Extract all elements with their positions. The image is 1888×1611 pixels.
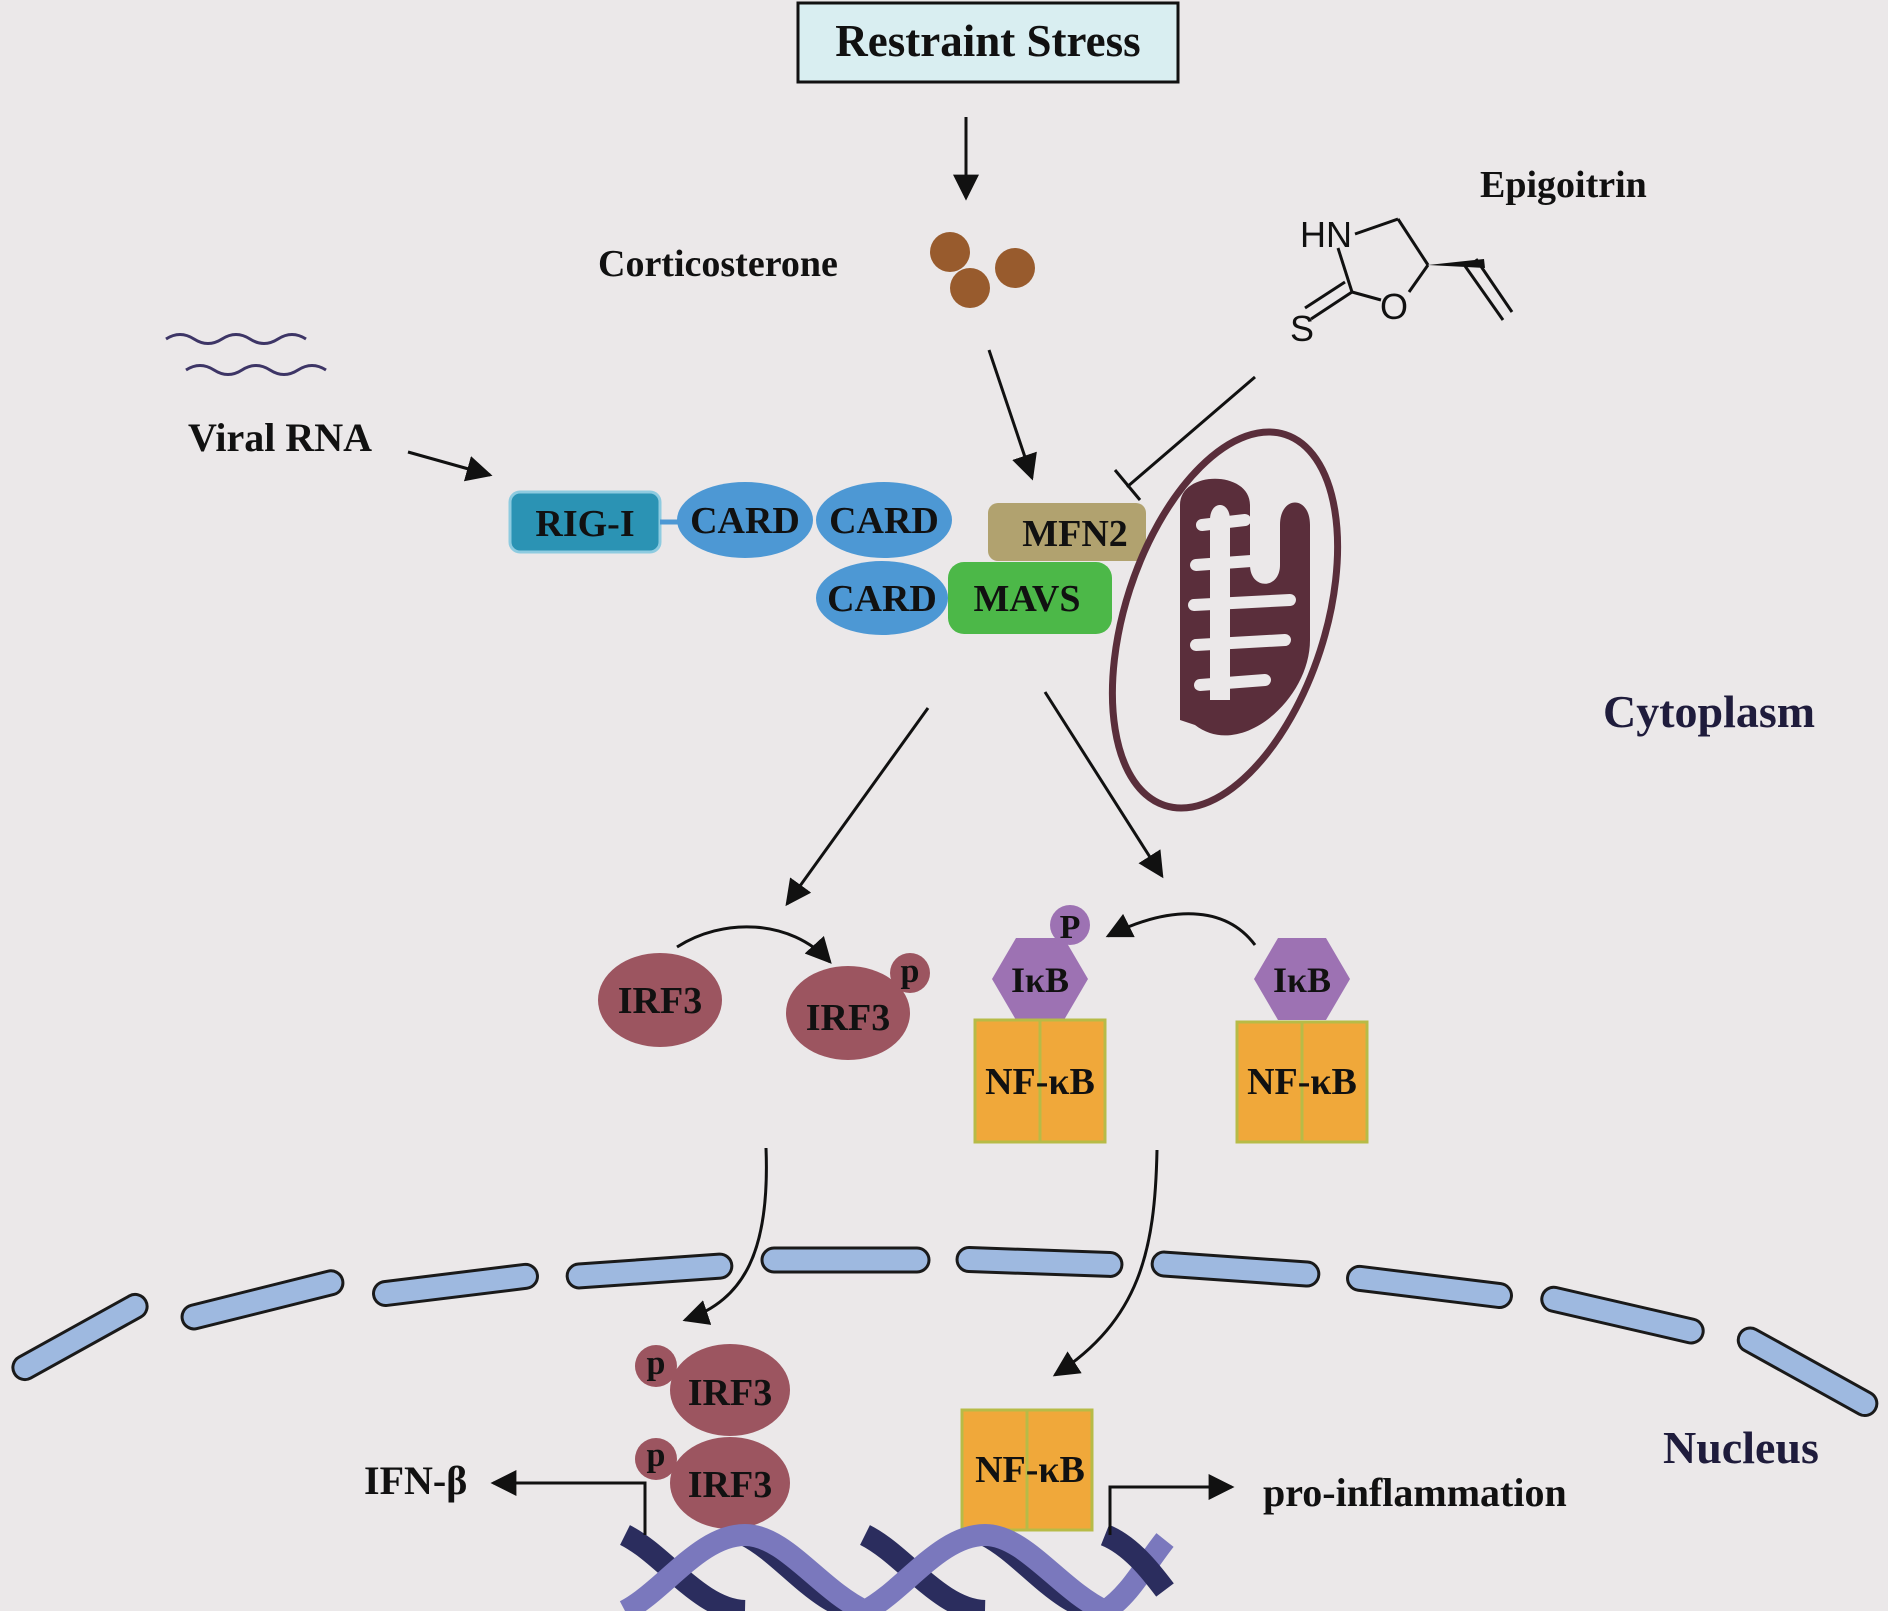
mitochondrion: [1108, 428, 1342, 812]
irf3-p-label: p: [901, 953, 920, 990]
irf3-phospho-group: [890, 953, 930, 993]
nfkb-translocation-arrow: [1052, 1149, 1159, 1377]
irf3-phospho-group-3: [635, 1438, 677, 1480]
wedge-bond: [1428, 259, 1485, 268]
nfkb-subunit-1a: [973, 1018, 1042, 1144]
nucleus-label: Nucleus: [1663, 1422, 1819, 1473]
card-label-1: CARD: [690, 500, 800, 542]
ifn-beta-arrow: [490, 1470, 647, 1535]
nfkb-nucleus: NF-κB: [960, 1408, 1094, 1532]
nfkb-label-3: NF-κB: [975, 1449, 1085, 1491]
irf3-cytoplasm: IRF3 IRF3 p: [598, 925, 930, 1060]
molecule-o: O: [1380, 286, 1408, 327]
mfn2-box: [988, 503, 1146, 561]
nfkb-subunit-2b: [1300, 1020, 1369, 1144]
viral-rna-label: Viral RNA: [188, 415, 372, 460]
irf3-p-label-2: p: [647, 1345, 666, 1382]
rig-i-label: RIG-I: [535, 503, 634, 545]
cytoplasm-label: Cytoplasm: [1603, 686, 1815, 737]
nuclear-membrane: [11, 1246, 1879, 1418]
dna-helix: [619, 1523, 1174, 1611]
irf3-label-2: IRF3: [806, 997, 890, 1039]
ikb-label-1: IκB: [1011, 960, 1069, 1000]
irf3-p-label-3: p: [647, 1437, 666, 1474]
restraint-stress-box: Restraint Stress: [796, 1, 1180, 84]
irf3-label-4: IRF3: [688, 1464, 772, 1506]
card-domain-2: [816, 482, 952, 558]
branch-arrow-nfkb: [1043, 691, 1164, 879]
inhibition-bar: [1113, 469, 1142, 501]
irf3-translocation-arrow: [682, 1147, 768, 1325]
viral-rna-arrow: [407, 450, 493, 482]
corticosterone-label: Corticosterone: [598, 243, 838, 285]
corticosterone-molecules: [930, 232, 1035, 308]
nfkb-subunit-1b: [1038, 1018, 1107, 1144]
pro-inflammation-arrow: [1108, 1474, 1235, 1535]
card-domain-3: [816, 561, 948, 635]
molecule-s: S: [1290, 308, 1314, 349]
epigoitrin-structure: HN S O: [1290, 214, 1514, 349]
mavs-complex: CARD MFN2 MAVS: [816, 503, 1146, 635]
irf3-phosphorylation-arrow: [676, 925, 832, 964]
irf3-nuclear-1: [670, 1344, 790, 1436]
ikb-hexagon-2: [1254, 938, 1350, 1020]
ikb-hexagon-1: [992, 938, 1088, 1020]
nfkb-subunit-3b: [1025, 1408, 1094, 1532]
ikb-phospho-group: [1050, 905, 1090, 945]
ikb-phosphorylation-arrow: [1105, 912, 1257, 946]
irf3-label-1: IRF3: [618, 980, 702, 1022]
irf3-phospho-group-2: [635, 1345, 677, 1387]
molecule-hn: HN: [1300, 214, 1352, 255]
ikb-p-label: P: [1060, 909, 1081, 946]
card-label-2: CARD: [829, 500, 939, 542]
ikb-nfkb-inactive: IκB NF-κB: [1235, 938, 1369, 1144]
mavs-box: [948, 562, 1112, 634]
irf3-unphosphorylated: [598, 953, 722, 1047]
ikb-nfkb-phosphorylated: P IκB NF-κB: [973, 905, 1107, 1144]
pro-inflammation-label: pro-inflammation: [1263, 1470, 1567, 1515]
epigoitrin-inhibition: [1126, 375, 1256, 489]
nfkb-label-2: NF-κB: [1247, 1061, 1357, 1103]
rig-i-complex: RIG-I CARD CARD: [508, 482, 952, 558]
irf3-label-3: IRF3: [688, 1372, 772, 1414]
nfkb-subunit-3a: [960, 1408, 1029, 1532]
card-label-3: CARD: [827, 578, 937, 620]
card-domain-1: [677, 482, 813, 558]
restraint-stress-title: Restraint Stress: [835, 16, 1140, 66]
ifn-beta-label: IFN-β: [364, 1458, 467, 1503]
irf3-dimer-nucleus: IRF3 p IRF3 p: [635, 1344, 790, 1529]
mavs-label: MAVS: [974, 578, 1081, 620]
branch-arrow-irf3: [785, 707, 930, 907]
nfkb-label-1: NF-κB: [985, 1061, 1095, 1103]
irf3-nuclear-2: [670, 1437, 790, 1529]
viral-rna-strands: [165, 333, 327, 376]
irf3-phosphorylated: [786, 966, 910, 1060]
mfn2-label: MFN2: [1022, 513, 1128, 555]
ikb-label-2: IκB: [1273, 960, 1331, 1000]
epigoitrin-label: Epigoitrin: [1480, 164, 1647, 206]
corticosterone-arrow: [987, 349, 1037, 481]
nfkb-subunit-2a: [1235, 1020, 1304, 1144]
